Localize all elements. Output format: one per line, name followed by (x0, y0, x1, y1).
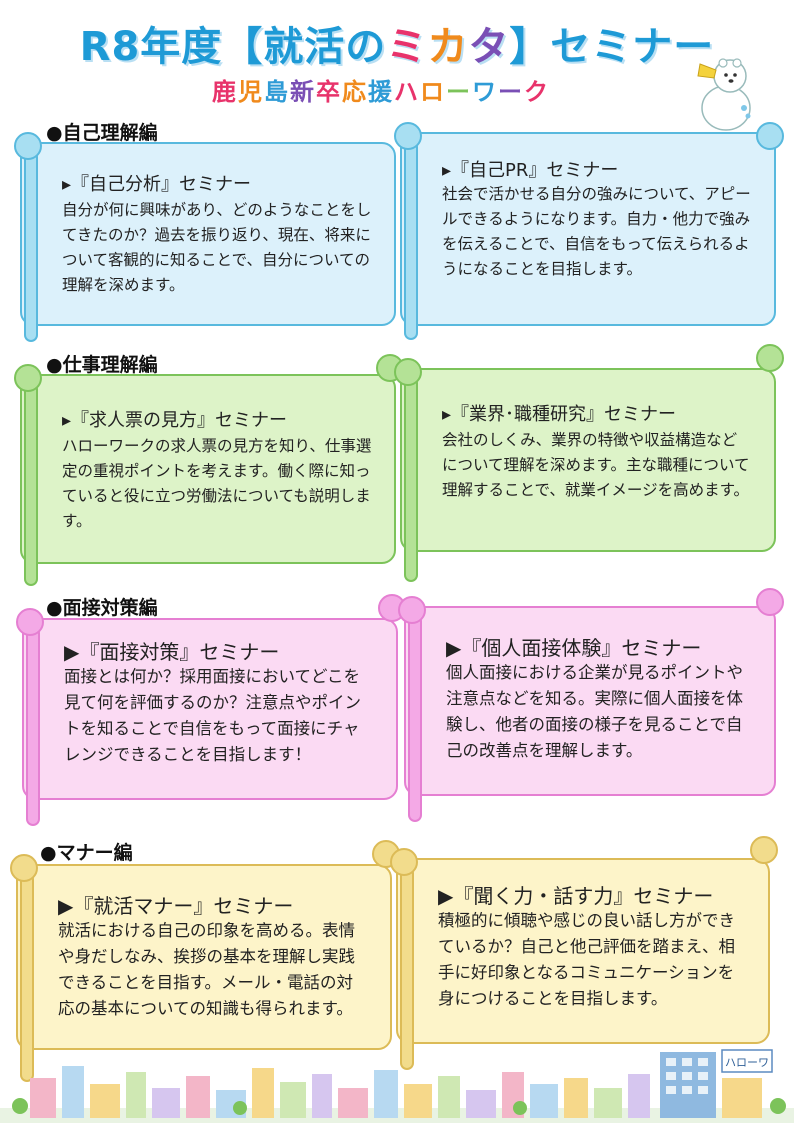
subtitle-char: ハ (394, 78, 420, 106)
scroll-curl (10, 854, 38, 882)
card-title: ▶『面接対策』セミナー (64, 640, 280, 664)
card-individual-interview: ▶『個人面接体験』セミナー 個人面接における企業が見るポイントや注意点などを知る… (398, 588, 784, 822)
scroll-curl (394, 122, 422, 150)
scroll-curl (398, 596, 426, 624)
scroll-roll (408, 614, 422, 822)
card-self-analysis: ▸『自己分析』セミナー 自分が何に興味があり、どのようなことをしてきたのか？過去… (14, 132, 396, 342)
card-title: ▸『業界･職種研究』セミナー (442, 404, 677, 425)
card-title: ▸『自己分析』セミナー (62, 174, 252, 195)
subtitle-char: 児 (238, 78, 264, 106)
card-body: ハローワークの求人票の見方を知り、仕事選定の重視ポイントを考えます。働く際に知っ… (62, 437, 372, 530)
card-body: 社会で活かせる自分の強みについて、アピールできるようになります。自力・他力で強み… (442, 185, 751, 278)
page-title: R8年度【就活のミカタ】セミナー (79, 24, 715, 70)
subtitle-char: 鹿 (212, 78, 238, 106)
card-title: ▶『個人面接体験』セミナー (446, 636, 702, 660)
scroll-roll (404, 140, 418, 340)
card-self-pr: ▸『自己PR』セミナー 社会で活かせる自分の強みについて、アピールできるようにな… (394, 122, 784, 340)
card-job-manners: ▶『就活マナー』セミナー 就活における自己の印象を高める。表情や身だしなみ、挨拶… (10, 840, 400, 1082)
card-body: 自分が何に興味があり、どのようなことをしてきたのか？過去を振り返り、現在、将来に… (62, 201, 372, 294)
scroll-curl (756, 344, 784, 372)
section-heading-work: ●仕事理解編 (46, 354, 158, 376)
subtitle-char: 島 (264, 78, 290, 106)
town-illustration: ハローワ (0, 1049, 794, 1123)
mascot-icon (697, 58, 751, 131)
subtitle-char: 応 (342, 78, 368, 106)
scroll-curl (16, 608, 44, 636)
subtitle-char: ー (498, 78, 524, 106)
card-listening-speaking: ▶『聞く力・話す力』セミナー 積極的に傾聴や感じの良い話し方ができているか？自己… (390, 836, 778, 1070)
scroll-curl (14, 132, 42, 160)
scroll-curl (756, 122, 784, 150)
scroll-curl (14, 364, 42, 392)
card-job-posting: ハローワークの求人票の見方を知り、仕事選定の重視ポイントを考えます。働く際に知っ… (14, 354, 404, 586)
scroll-roll (26, 626, 40, 826)
card-title: ▶『就活マナー』セミナー (58, 894, 294, 918)
page-subtitle: 鹿児島新卒応援ハローワーク (212, 72, 550, 107)
card-title: ▸『求人票の見方』セミナー (62, 410, 288, 431)
scroll-curl (756, 588, 784, 616)
card-body: 面接とは何か？採用面接においてどこを見て何を評価するのか？注意点やポイントを知る… (64, 667, 361, 764)
card-body: 会社のしくみ、業界の特徴や収益構造などについて理解を深めます。主な職種について理… (442, 431, 750, 499)
scroll-roll (24, 382, 38, 586)
section-heading-interview: ●面接対策編 (46, 597, 158, 619)
card-title: ▸『自己PR』セミナー (442, 160, 619, 181)
section-heading-manner: ●マナー編 (40, 842, 133, 864)
subtitle-char: 卒 (316, 78, 342, 106)
subtitle-char: ク (524, 78, 550, 106)
subtitle-char: ワ (472, 78, 498, 106)
card-body: 個人面接における企業が見るポイントや注意点などを知る。実際に個人面接を体験し、他… (446, 663, 743, 760)
subtitle-char: 援 (368, 78, 394, 106)
scroll-roll (400, 866, 414, 1070)
section-heading-self: ●自己理解編 (46, 122, 158, 144)
subtitle-char: ロ (420, 78, 446, 106)
scroll-curl (750, 836, 778, 864)
card-industry-research: ▸『業界･職種研究』セミナー 会社のしくみ、業界の特徴や収益構造などについて理解… (394, 344, 784, 582)
scroll-curl (394, 358, 422, 386)
scroll-curl (390, 848, 418, 876)
scroll-roll (24, 150, 38, 342)
card-title: ▶『聞く力・話す力』セミナー (438, 884, 714, 908)
card-body: 積極的に傾聴や感じの良い話し方ができているか？自己と他己評価を踏まえ、相手に好印… (438, 911, 735, 1008)
card-body: 就活における自己の印象を高める。表情や身だしなみ、挨拶の基本を理解し実践できるこ… (58, 921, 355, 1018)
subtitle-char: ー (446, 78, 472, 106)
card-interview-prep: ▶『面接対策』セミナー 面接とは何か？採用面接においてどこを見て何を評価するのか… (16, 594, 406, 826)
scroll-roll (404, 376, 418, 582)
building-sign: ハローワ (725, 1056, 769, 1069)
subtitle-char: 新 (290, 78, 316, 106)
